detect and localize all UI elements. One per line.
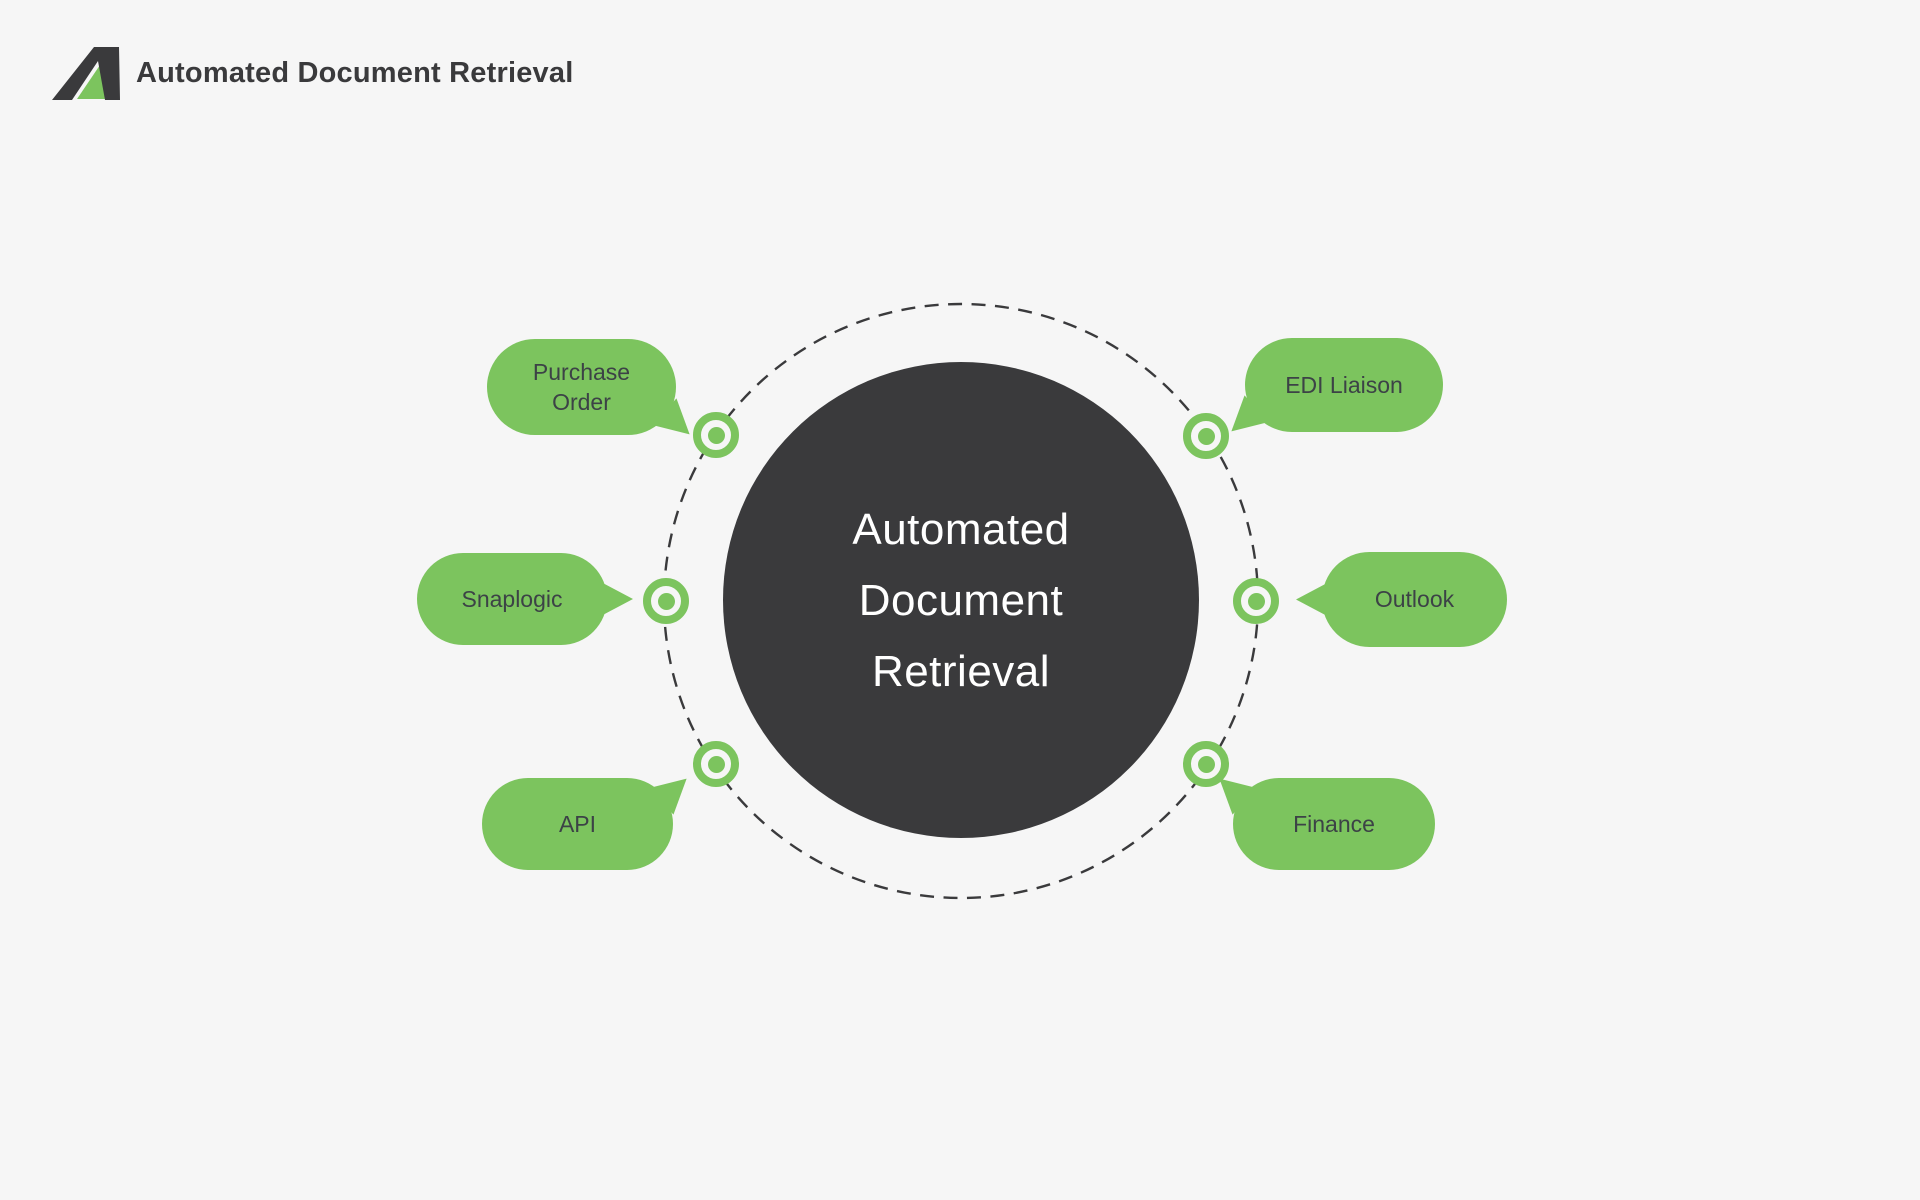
- node-label: Purchase Order: [532, 358, 631, 415]
- connector-dot-edi-liaison: [1183, 413, 1229, 459]
- node-bubble-edi-liaison: EDI Liaison: [1245, 338, 1443, 432]
- node-bubble-purchase-order: Purchase Order: [487, 339, 676, 435]
- node-bubble-api: API: [482, 778, 673, 870]
- page-title: Automated Document Retrieval: [136, 56, 574, 89]
- node-bubble-finance: Finance: [1233, 778, 1435, 870]
- node-label: API: [558, 810, 597, 837]
- node-label: EDI Liaison: [1285, 371, 1403, 398]
- connector-dot-snaplogic: [643, 578, 689, 624]
- node-label: Finance: [1293, 810, 1375, 837]
- central-node-label: Automated Document Retrieval: [852, 504, 1070, 696]
- connector-dot-api: [693, 741, 739, 787]
- node-bubble-outlook: Outlook: [1296, 552, 1507, 647]
- central-node-circle: Automated Document Retrieval: [723, 362, 1199, 838]
- node-label: Outlook: [1374, 586, 1455, 613]
- connector-dot-outlook: [1233, 578, 1279, 624]
- app-logo-icon: [52, 47, 120, 100]
- header: Automated Document Retrieval: [52, 46, 573, 100]
- node-bubble-snaplogic: Snaplogic: [417, 553, 633, 645]
- connector-dot-purchase-order: [693, 412, 739, 458]
- node-label: Snaplogic: [461, 585, 563, 612]
